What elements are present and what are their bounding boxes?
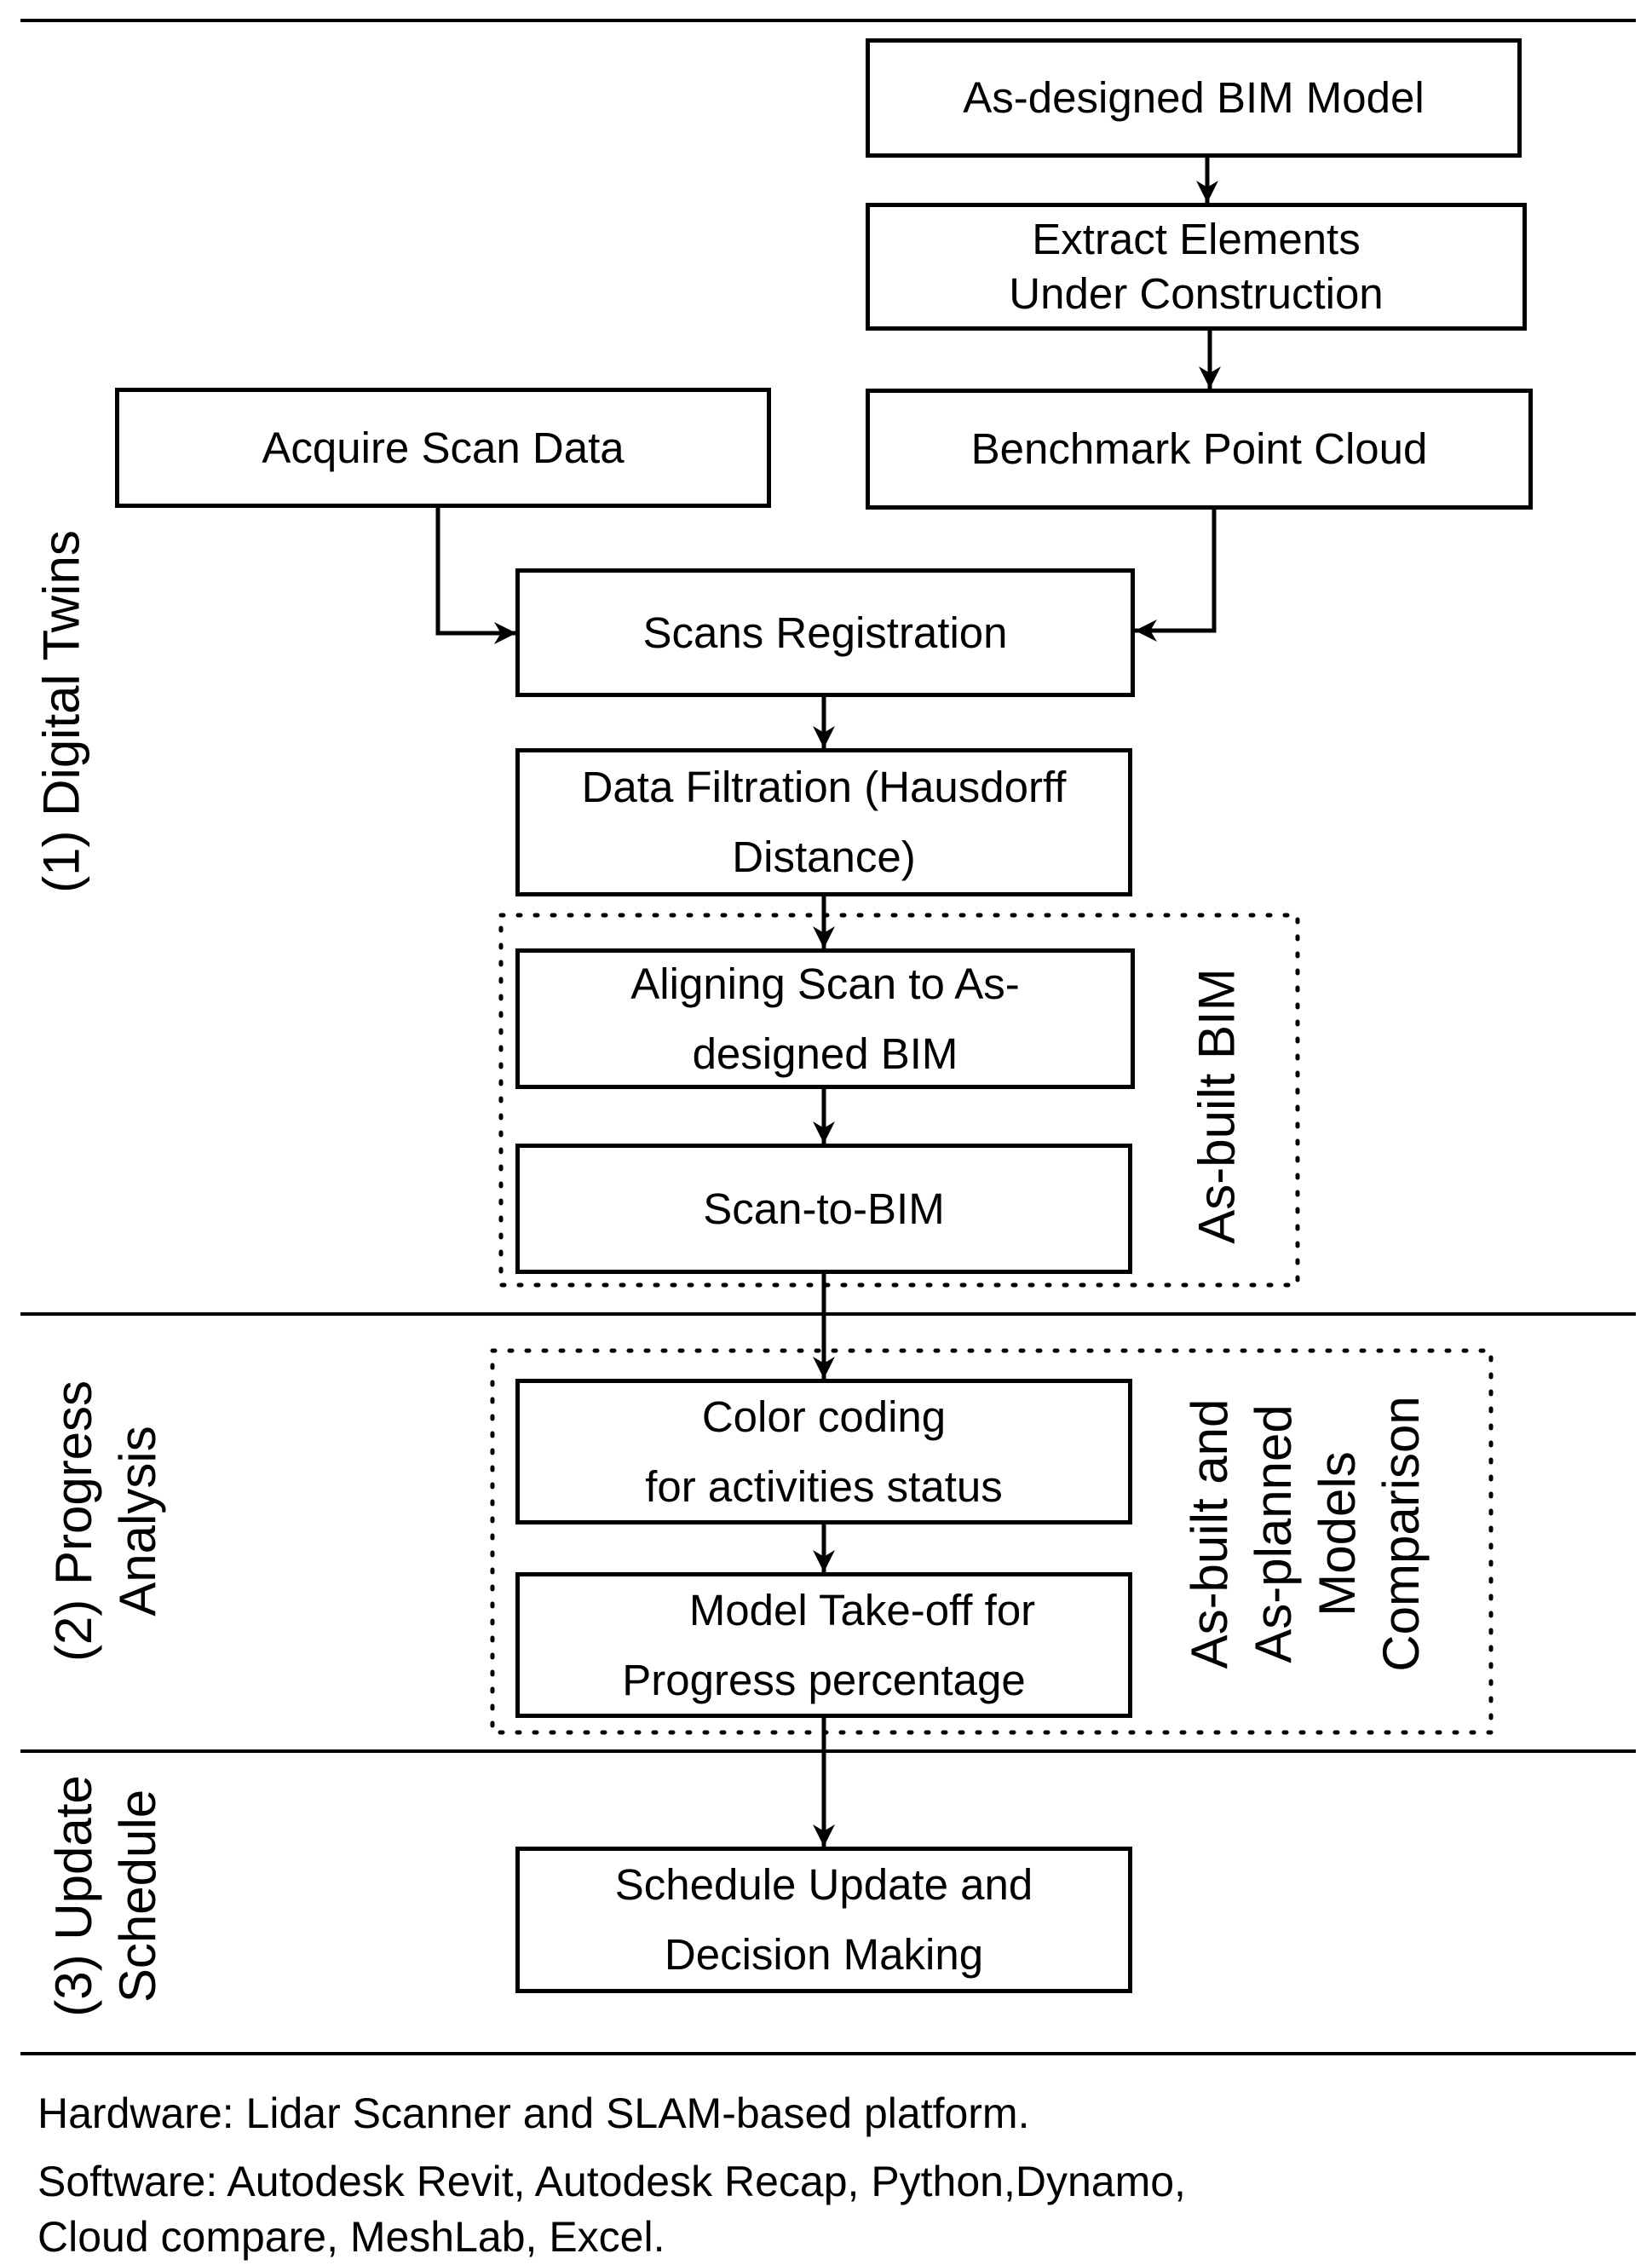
software-note: Software: Autodesk Revit, Autodesk Recap… [37,2154,1186,2265]
group-label-as-built-bim: As-built BIM [1185,968,1249,1243]
schedule-update-box: Schedule Update and Decision Making [515,1847,1132,1993]
box-line: Decision Making [664,1930,984,1979]
box-line: Acquire Scan Data [262,423,625,472]
box-line: Color coding [701,1392,947,1441]
group-label-comparison: As-built and As-planned Models Compariso… [1177,1396,1433,1671]
scans-registration-box: Scans Registration [515,568,1135,697]
extract-elements-box: Extract Elements Under Construction [866,203,1527,331]
data-filtration-box: Data Filtration (Hausdorff Distance) [515,748,1132,896]
box-line: Benchmark Point Cloud [970,424,1428,474]
arrow-benchmark-to-registration [1135,510,1217,642]
acquire-scan-data-box: Acquire Scan Data [115,388,771,508]
as-designed-bim-model-box: As-designed BIM Model [866,38,1522,158]
arrow-acquire-to-registration [435,508,516,644]
box-line: Model Take-off for [688,1585,1036,1634]
stage-label-update-schedule: (3) Update Schedule [42,1775,170,2016]
group-label-line: Models [1309,1451,1366,1617]
hardware-note-text: Hardware: Lidar Scanner and SLAM-based p… [37,2089,1030,2137]
as-built-bim-group-outline [498,913,1300,1288]
box-line: designed BIM [692,1029,958,1078]
stage-label-line: (2) Progress [45,1380,102,1663]
stage-label-digital-twins-text: (1) Digital Twins [32,530,90,893]
group-label-line: Comparison [1373,1396,1430,1672]
box-line: Schedule Update and [614,1860,1033,1910]
box-line: Progress percentage [622,1655,1026,1704]
stage-label-line: (3) Update [45,1775,102,2017]
model-takeoff-box: Model Take-off for Progress percentage [515,1572,1132,1718]
box-line: Scan-to-BIM [703,1184,945,1233]
stage-label-line: Schedule [109,1789,166,2003]
box-line: Data Filtration (Hausdorff [581,763,1067,812]
box-line: Aligning Scan to As- [630,959,1020,1008]
box-line: Scans Registration [642,608,1008,657]
color-coding-box: Color coding for activities status [515,1379,1132,1524]
software-note-line: Cloud compare, MeshLab, Excel. [37,2213,665,2261]
box-line: for activities status [645,1461,1003,1511]
box-line: Extract Elements [1032,215,1361,264]
box-line: Distance) [732,833,916,881]
benchmark-point-cloud-box: Benchmark Point Cloud [866,389,1533,510]
software-note-line: Software: Autodesk Revit, Autodesk Recap… [37,2158,1186,2205]
stage-label-progress-analysis: (2) Progress Analysis [42,1380,170,1662]
hardware-note: Hardware: Lidar Scanner and SLAM-based p… [37,2086,1029,2141]
box-line: As-designed BIM Model [963,73,1425,123]
box-line: Under Construction [1009,269,1384,318]
group-label-line: As-built and [1181,1398,1238,1669]
stage-label-line: Analysis [109,1426,166,1617]
group-label-as-built-bim-text: As-built BIM [1188,968,1246,1244]
group-label-line: As-planned [1245,1404,1302,1663]
scan-to-bim-box: Scan-to-BIM [515,1144,1132,1274]
aligning-scan-box: Aligning Scan to As- designed BIM [515,948,1135,1089]
stage-label-digital-twins: (1) Digital Twins [30,530,94,893]
